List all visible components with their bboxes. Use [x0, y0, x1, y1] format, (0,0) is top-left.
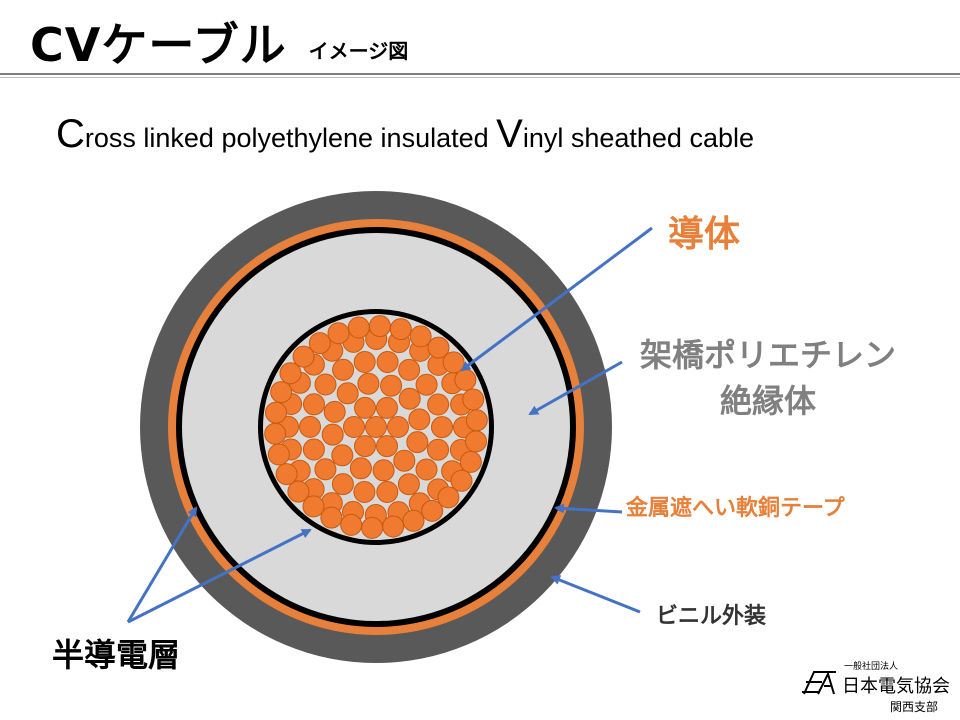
conductor-strand	[308, 332, 331, 355]
conductor-strand	[267, 443, 290, 466]
conductor-strand	[314, 458, 337, 481]
arrow-conductor	[460, 226, 653, 372]
conductor-strand	[264, 422, 287, 445]
label-copper-tape-shield: 金属遮へい軟銅テープ	[626, 496, 845, 521]
conductor-strand	[353, 351, 376, 373]
conductor-strand	[275, 463, 298, 486]
conductor-strand	[376, 351, 399, 373]
conductor-strand	[442, 351, 465, 374]
conductor-strand	[408, 408, 431, 431]
arrow-vinyl-sheath	[550, 575, 641, 614]
cable-full-name: Cross linked polyethylene insulated Viny…	[56, 112, 754, 157]
conductor-strand	[450, 469, 473, 492]
logo-org-name: 日本電気協会	[842, 676, 950, 697]
logo-branch: 関西支部	[890, 700, 939, 714]
conductor-strand	[465, 430, 487, 453]
conductor-strand	[409, 325, 432, 348]
conductor-strand	[427, 438, 449, 461]
arrow-insulation	[528, 360, 623, 416]
conductor-strand	[431, 416, 453, 439]
association-logo: 一般社団法人 日本電気協会 関西支部	[800, 656, 952, 716]
conductor-strand	[376, 481, 399, 503]
conductor-strand	[323, 400, 346, 423]
conductor-strand	[302, 495, 325, 518]
conductor-strand	[299, 415, 321, 438]
conductor-strand	[265, 401, 287, 424]
label-vinyl-sheath: ビニル外装	[656, 604, 767, 629]
conductor-strand	[372, 459, 395, 482]
conductor-strand	[462, 388, 485, 411]
conductor-strand	[427, 336, 450, 359]
subtitle-c-cap: C	[56, 112, 85, 156]
conductor-strands	[264, 315, 488, 539]
conductor-strand	[331, 473, 354, 496]
conductor-strand	[406, 431, 429, 454]
arrow-semicon-inner	[127, 528, 312, 624]
conductor-strand	[437, 486, 460, 509]
conductor-strand	[270, 381, 293, 404]
conductor-strand	[349, 457, 372, 480]
logo-org-type: 一般社団法人	[844, 662, 899, 672]
title-row: CVケーブル イメージ図	[30, 8, 408, 68]
conductor-strand	[380, 374, 403, 397]
conductor-strand	[354, 435, 376, 458]
subtitle-c-rest: ross linked polyethylene insulated	[84, 123, 497, 153]
conductor-strand	[398, 387, 421, 410]
conductor-strand	[415, 458, 438, 481]
label-insulation-line2: 絶縁体	[719, 382, 816, 420]
conductor-strand	[347, 316, 370, 339]
conductor-strand	[354, 396, 376, 419]
conductor-strand	[415, 373, 438, 396]
conductor-strand	[302, 438, 325, 461]
conductor-strand	[465, 409, 488, 432]
conductor-strand	[279, 362, 302, 385]
subtitle-v-rest: inyl sheathed cable	[522, 123, 754, 153]
page-subtitle-jp: イメージ図	[308, 39, 409, 63]
conductor-strand	[331, 444, 354, 467]
conductor-strand	[393, 449, 416, 472]
conductor-strand	[459, 450, 482, 473]
conductor-strand	[398, 358, 421, 381]
label-semiconductive-layer: 半導電層	[52, 636, 181, 674]
label-insulation-line1: 架橋ポリエチレン	[639, 336, 896, 374]
arrow-copper-tape	[554, 503, 623, 514]
conductor-strand	[427, 393, 450, 416]
conductor-strand	[332, 358, 355, 381]
conductor-strand	[382, 515, 405, 538]
conductor-strand	[376, 396, 398, 419]
page-title: CVケーブル	[30, 18, 287, 72]
label-insulation: 架橋ポリエチレン 絶縁体	[618, 332, 918, 424]
label-conductor: 導体	[668, 214, 741, 255]
conductor-strand	[357, 372, 380, 395]
conductor-strand	[397, 473, 420, 496]
conductor-strand	[376, 435, 398, 458]
conductor-strand	[389, 318, 412, 341]
conductor-strand	[327, 322, 350, 345]
conductor-strand	[387, 416, 409, 438]
conductor-strand	[421, 499, 444, 522]
conductor-strand	[361, 516, 384, 539]
conductor-strand	[321, 423, 344, 446]
conductor-strand	[368, 315, 391, 338]
conductor-strand	[402, 509, 425, 532]
conductor-strand	[303, 393, 325, 416]
conductor-strand	[365, 416, 387, 438]
conductor-strand	[314, 373, 337, 396]
conductor-strand	[292, 345, 315, 368]
conductor-strand	[353, 481, 376, 503]
conductor-strand	[336, 382, 359, 405]
conductor-strand	[343, 416, 365, 438]
conductor-strand	[340, 513, 363, 536]
subtitle-v-cap: V	[496, 112, 523, 156]
title-rule-dark	[0, 73, 960, 75]
jea-logo-icon	[802, 671, 836, 695]
conductor-strand	[320, 506, 343, 529]
conductor-strand	[287, 480, 310, 503]
title-rule-light	[0, 77, 960, 78]
conductor-strand	[454, 368, 477, 391]
arrow-semicon-outer	[126, 506, 198, 623]
